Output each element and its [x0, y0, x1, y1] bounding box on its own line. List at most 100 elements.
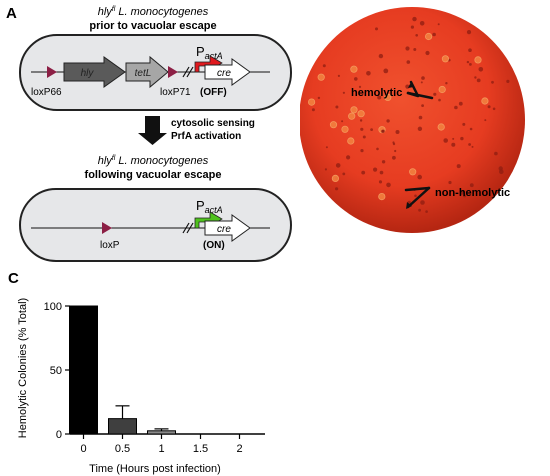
chart-bars	[69, 305, 176, 435]
chart-x-tick-label: 1.5	[193, 443, 208, 455]
chart-bar	[108, 418, 137, 435]
state-on-label: (ON)	[203, 240, 225, 251]
hemolytic-colony	[474, 56, 482, 64]
hemolytic-label: hemolytic	[351, 87, 402, 99]
non-hemolytic-colony	[466, 29, 472, 35]
non-hemolytic-colony	[451, 142, 456, 147]
non-hemolytic-colony	[405, 46, 410, 51]
non-hemolytic-colony	[456, 164, 461, 169]
non-hemolytic-colony	[358, 85, 362, 88]
arrow-caption-line2: PrfA activation	[171, 131, 241, 142]
non-hemolytic-colony	[324, 168, 327, 171]
non-hemolytic-colony	[438, 98, 441, 102]
non-hemolytic-colony	[476, 78, 481, 83]
non-hemolytic-colony	[499, 169, 504, 175]
chart-x-tick-label: 0.5	[115, 443, 130, 455]
hemolytic-colony	[409, 168, 417, 176]
non-hemolytic-colony	[445, 82, 448, 85]
non-hemolytic-colony	[413, 48, 417, 51]
non-hemolytic-colony	[494, 151, 498, 156]
non-hemolytic-colony	[452, 137, 455, 140]
non-hemolytic-colony	[459, 189, 463, 193]
non-hemolytic-colony	[381, 129, 385, 133]
non-hemolytic-colony	[366, 71, 371, 76]
non-hemolytic-colony	[381, 160, 386, 164]
cre-gene-label-top: cre	[217, 68, 231, 79]
non-hemolytic-colony	[392, 142, 396, 146]
non-hemolytic-colony	[468, 143, 471, 146]
non-hemolytic-colony	[425, 50, 430, 56]
non-hemolytic-colony	[418, 115, 423, 120]
chart-x-tick-label: 2	[236, 443, 242, 455]
non-hemolytic-colony	[386, 119, 390, 123]
hemolytic-colony	[350, 65, 358, 73]
non-hemolytic-colony	[469, 183, 474, 188]
non-hemolytic-colony	[420, 200, 425, 205]
hemolytic-colony	[384, 93, 392, 102]
non-hemolytic-colony	[335, 105, 339, 109]
non-hemolytic-colony	[337, 74, 340, 77]
chart-bar	[69, 305, 98, 435]
promoter-label-top: PactA	[196, 44, 223, 61]
break-mark-icon	[182, 222, 190, 234]
non-hemolytic-colony	[360, 149, 364, 153]
chart-y-tick-label: 0	[56, 429, 62, 441]
non-hemolytic-colony	[419, 21, 425, 26]
non-hemolytic-colony	[454, 105, 458, 110]
hemolytic-colony	[425, 32, 433, 41]
break-mark-icon	[186, 66, 194, 78]
non-hemolytic-colony	[335, 163, 341, 168]
chart-y-axis-label: Hemolytic Colonies (% Total)	[17, 298, 29, 438]
non-hemolytic-colony	[448, 180, 452, 185]
hemolytic-colony	[331, 174, 340, 182]
hemolytic-colony	[378, 193, 386, 201]
hemolytic-colony	[441, 55, 449, 63]
non-hemolytic-colony	[468, 48, 472, 52]
loxp71-label: loxP71	[160, 87, 191, 98]
hemolytic-colony	[329, 121, 338, 129]
chart-x-tick-label: 1	[158, 443, 164, 455]
non-hemolytic-colony	[420, 81, 423, 84]
non-hemolytic-colony	[370, 128, 373, 132]
non-hemolytic-colony	[392, 155, 396, 160]
non-hemolytic-colony	[469, 63, 472, 66]
non-hemolytic-colony	[432, 32, 436, 37]
non-hemolytic-colony	[335, 187, 339, 191]
non-hemolytic-colony	[311, 108, 315, 112]
non-hemolytic-colony	[487, 105, 491, 109]
bottom-bacterium-capsule	[19, 188, 292, 262]
non-hemolytic-colony	[346, 155, 351, 160]
break-mark-icon	[182, 66, 190, 78]
non-hemolytic-colony	[378, 53, 384, 59]
cre-gene-arrow-top	[204, 58, 251, 86]
non-hemolytic-colony	[322, 64, 326, 68]
blood-agar-plate	[300, 7, 525, 233]
hemolytic-arrow-shaft-icon	[406, 91, 434, 100]
non-hemolytic-colony	[471, 145, 474, 148]
hemolytic-colonies-chart: Hemolytic Colonies (% Total) Time (Hours…	[17, 298, 265, 475]
non-hemolytic-colony	[317, 96, 321, 100]
non-hemolytic-colony	[425, 210, 428, 213]
non-hemolytic-colony	[383, 68, 389, 74]
bottom-strain-title: hlyfl L. monocytogenes	[98, 155, 209, 167]
non-hemolytic-colony	[406, 60, 411, 64]
tetl-gene-arrow	[125, 55, 169, 89]
non-hemolytic-colony	[491, 80, 494, 84]
panel-b: B hemolytic non-hemolytic	[300, 7, 525, 233]
non-hemolytic-colony	[421, 104, 424, 107]
non-hemolytic-colony	[386, 182, 391, 188]
non-hemolytic-colony	[376, 147, 379, 151]
chart-bar	[147, 430, 176, 435]
non-hemolytic-colony	[460, 136, 464, 141]
non-hemolytic-colony	[378, 180, 383, 184]
loxp66-site-icon	[47, 66, 57, 78]
non-hemolytic-colony	[377, 95, 382, 100]
non-hemolytic-label: non-hemolytic	[435, 187, 510, 199]
non-hemolytic-colony	[418, 208, 421, 212]
non-hemolytic-colony	[463, 194, 467, 198]
non-hemolytic-colony	[469, 127, 473, 131]
chart-y-tick-label: 50	[50, 365, 62, 377]
non-hemolytic-colony	[412, 16, 417, 22]
